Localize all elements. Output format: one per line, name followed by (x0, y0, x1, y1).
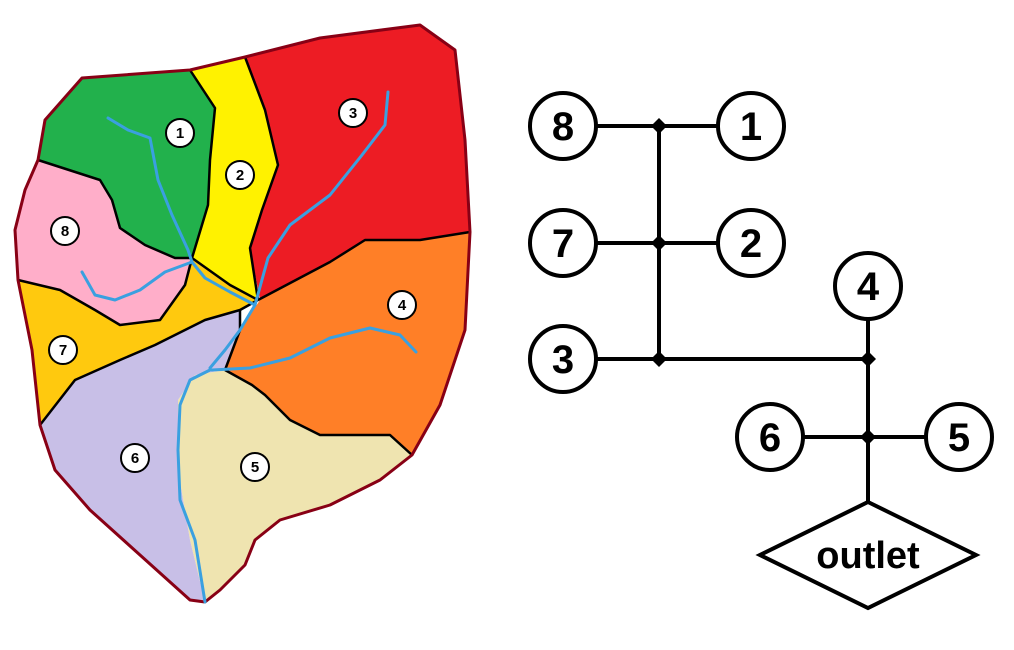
svg-text:5: 5 (948, 416, 970, 460)
node-5: 5 (924, 402, 994, 472)
svg-text:2: 2 (740, 222, 762, 266)
watershed-boundary (13, 23, 472, 604)
stream-main (208, 303, 257, 370)
svg-text:4: 4 (857, 265, 880, 309)
map-label-2: 2 (225, 160, 255, 190)
svg-text:2: 2 (236, 167, 244, 184)
subbasin-7-region (18, 258, 258, 425)
svg-text:7: 7 (552, 222, 574, 266)
map-label-1: 1 (165, 118, 195, 148)
node-1: 1 (716, 91, 786, 161)
subbasin-4-region (225, 232, 470, 455)
outlet-node: outlet (755, 499, 981, 611)
subbasin-boundaries (17, 56, 471, 456)
map-label-6: 6 (120, 443, 150, 473)
node-3: 3 (528, 324, 598, 394)
subbasin-5-region (178, 370, 412, 602)
svg-text:8: 8 (61, 223, 69, 240)
stream-1 (106, 116, 194, 264)
svg-text:4: 4 (398, 297, 407, 314)
junction-8-1 (651, 118, 667, 134)
junctions (651, 118, 876, 445)
network-schematic: 8 1 7 2 3 4 6 5 (528, 91, 994, 611)
map-label-4: 4 (387, 290, 417, 320)
node-2: 2 (716, 208, 786, 278)
stream-5 (176, 368, 212, 604)
stream-8 (80, 260, 194, 302)
node-8: 8 (528, 91, 598, 161)
svg-text:3: 3 (349, 105, 357, 122)
junction-4 (860, 351, 876, 367)
stream-3 (253, 90, 390, 307)
watershed-map: 1 2 3 4 5 6 7 8 (13, 23, 472, 604)
svg-text:6: 6 (131, 450, 139, 467)
svg-text:3: 3 (552, 338, 574, 382)
svg-text:6: 6 (759, 416, 781, 460)
node-6: 6 (735, 402, 805, 472)
svg-text:8: 8 (552, 105, 574, 149)
stream-4 (210, 326, 418, 372)
svg-text:1: 1 (176, 125, 184, 142)
svg-text:outlet: outlet (816, 535, 920, 577)
map-label-8: 8 (50, 216, 80, 246)
node-4: 4 (833, 251, 903, 321)
stream-network (80, 90, 418, 604)
map-label-7: 7 (48, 335, 78, 365)
junction-3 (651, 351, 667, 367)
stream-2 (190, 260, 257, 307)
network-links (597, 124, 926, 502)
junction-7-2 (651, 235, 667, 251)
svg-text:1: 1 (740, 105, 762, 149)
svg-text:5: 5 (251, 459, 259, 476)
map-label-5: 5 (240, 452, 270, 482)
node-7: 7 (528, 208, 598, 278)
map-label-3: 3 (338, 98, 368, 128)
junction-6-5 (860, 429, 876, 445)
svg-text:7: 7 (59, 342, 67, 359)
